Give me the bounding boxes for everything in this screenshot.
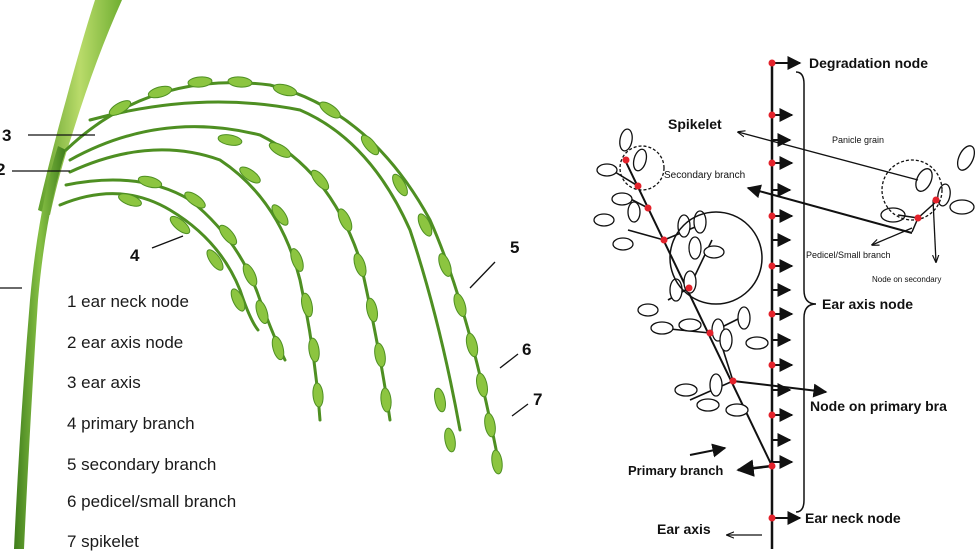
- label-degradation-node: Degradation node: [809, 55, 929, 71]
- label-panicle-grain: Panicle grain: [832, 135, 885, 145]
- label-ear-neck-node: Ear neck node: [805, 510, 901, 526]
- label-node-on-secondary: Node on secondary: [872, 275, 942, 284]
- callout-5: 5: [510, 238, 520, 257]
- legend-item: 5 secondary branch: [67, 455, 217, 474]
- label-ear-axis: Ear axis: [657, 521, 711, 537]
- ear-axis-node-bracket: [795, 71, 817, 513]
- secondary-branch-zoom-circle: [669, 211, 763, 305]
- callout-3: 3: [2, 126, 12, 145]
- label-secondary-branch: Secondary branch: [664, 170, 746, 181]
- legend-item: 6 pedicel/small branch: [67, 492, 237, 511]
- axis-inner-arrows: [772, 133, 792, 447]
- legend-item: 3 ear axis: [67, 373, 141, 392]
- annotation-arrows: [689, 132, 936, 535]
- schematic-spikelets: [593, 128, 976, 417]
- label-node-on-primary: Node on primary bra: [810, 398, 947, 414]
- spikelets: [108, 76, 503, 475]
- red-nodes: [622, 59, 940, 522]
- label-ear-axis-node: Ear axis node: [822, 296, 914, 312]
- label-pedicel-small-branch: Pedicel/Small branch: [806, 250, 891, 260]
- callout-7: 7: [533, 390, 543, 409]
- callout-lines: [0, 134, 529, 417]
- stem: [14, 146, 66, 549]
- label-primary-branch: Primary branch: [628, 463, 724, 478]
- legend-item: 7 spikelet: [67, 532, 139, 551]
- callout-2: 2: [0, 160, 6, 179]
- legend-item: 1 ear neck node: [67, 292, 189, 311]
- label-spikelet: Spikelet: [668, 116, 722, 132]
- legend-item: 2 ear axis node: [67, 333, 184, 352]
- zoom-circles: [619, 145, 943, 221]
- callout-6: 6: [522, 340, 532, 359]
- callout-4: 4: [130, 246, 140, 265]
- legend-item: 4 primary branch: [67, 414, 195, 433]
- primary-branch-arrows: [736, 459, 773, 477]
